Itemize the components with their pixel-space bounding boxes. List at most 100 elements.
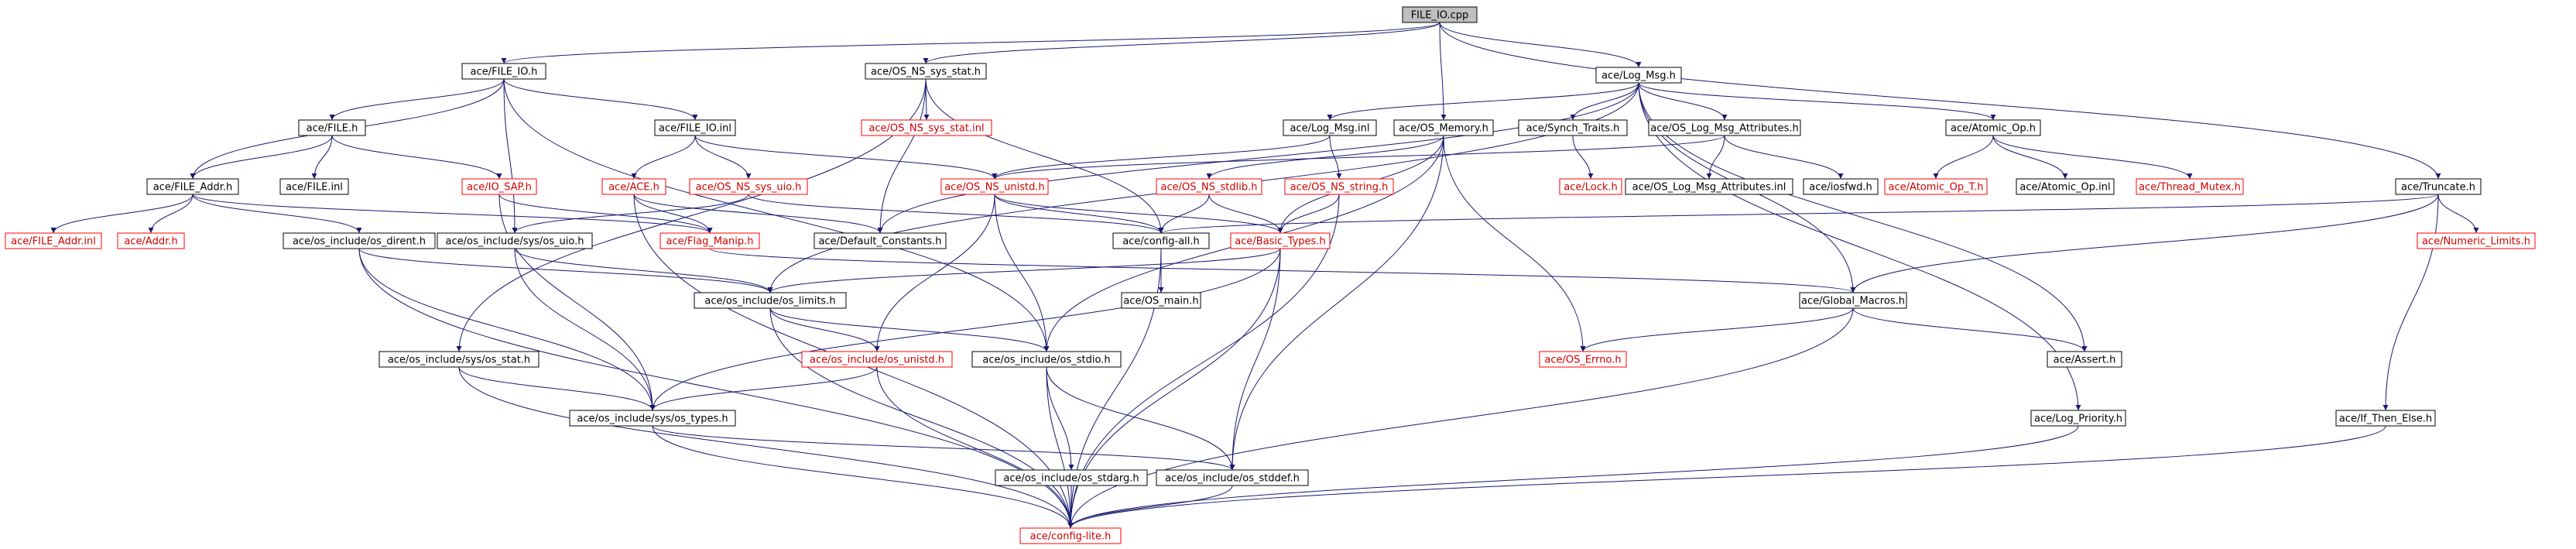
node-box <box>2047 351 2122 368</box>
edge-global_macros_h-to-assert_h <box>1852 307 2088 352</box>
node-label: ace/Default_Constants.h <box>818 236 941 248</box>
node-box <box>298 119 366 136</box>
edge-log_msg_h-to-log_msg_inl <box>1327 82 1639 121</box>
node-box <box>2030 410 2126 427</box>
node-label: ace/FILE.inl <box>286 182 343 194</box>
node-label: ace/Log_Msg.inl <box>1290 123 1369 135</box>
edge-os_log_msg_attributes_h-to-os_log_msg_attributes_inl <box>1706 135 1725 180</box>
node-box <box>801 351 953 368</box>
node-truncate-h[interactable]: ace/Truncate.h <box>2395 178 2482 195</box>
node-label: ace/Log_Priority.h <box>2034 413 2122 425</box>
node-os-sys-types-h[interactable]: ace/os_include/sys/os_types.h <box>569 410 736 427</box>
node-file-io-h[interactable]: ace/FILE_IO.h <box>461 63 546 80</box>
node-os-stdio-h[interactable]: ace/os_include/os_stdio.h <box>971 351 1122 368</box>
node-log-msg-h[interactable]: ace/Log_Msg.h <box>1595 67 1682 84</box>
node-box <box>1156 469 1309 486</box>
edge-os_ns_string_h-to-basic_types_h <box>1277 194 1340 234</box>
node-file-inl[interactable]: ace/FILE.inl <box>279 178 349 195</box>
node-io-sap-h[interactable]: ace/IO_SAP.h <box>461 178 537 195</box>
node-os-ns-sys-stat-inl[interactable]: ace/OS_NS_sys_stat.inl <box>861 119 992 136</box>
node-os-log-msg-attributes-h[interactable]: ace/OS_Log_Msg_Attributes.h <box>1648 119 1801 136</box>
node-log-priority-h[interactable]: ace/Log_Priority.h <box>2030 410 2126 427</box>
node-os-dirent-h[interactable]: ace/os_include/os_dirent.h <box>283 232 436 249</box>
node-file-io-cpp[interactable]: FILE_IO.cpp <box>1402 6 1478 23</box>
node-label: ace/If_Then_Else.h <box>2339 413 2432 425</box>
node-config-all-h[interactable]: ace/config-all.h <box>1112 232 1210 249</box>
node-os-stddef-h[interactable]: ace/os_include/os_stddef.h <box>1156 469 1309 486</box>
node-atomic-op-h[interactable]: ace/Atomic_Op.h <box>1945 119 2041 136</box>
node-thread-mutex-h[interactable]: ace/Thread_Mutex.h <box>2136 178 2244 195</box>
node-os-memory-h[interactable]: ace/OS_Memory.h <box>1393 119 1494 136</box>
edge-file_addr_h-to-file_addr_inl <box>50 194 194 234</box>
node-os-sys-uio-h[interactable]: ace/os_include/sys/os_uio.h <box>437 232 593 249</box>
node-assert-h[interactable]: ace/Assert.h <box>2047 351 2122 368</box>
node-label: ace/os_include/sys/os_stat.h <box>388 355 530 366</box>
node-label: ace/Lock.h <box>1564 182 1618 194</box>
edge-os_limits_h-to-os_unistd_h <box>769 307 880 352</box>
node-os-log-msg-attributes-inl[interactable]: ace/OS_Log_Msg_Attributes.inl <box>1625 178 1793 195</box>
node-log-msg-inl[interactable]: ace/Log_Msg.inl <box>1283 119 1377 136</box>
node-addr-h[interactable]: ace/Addr.h <box>117 232 185 249</box>
node-box <box>1230 232 1331 249</box>
node-label: ace/Basic_Types.h <box>1235 236 1325 248</box>
node-atomic-op-t-h[interactable]: ace/Atomic_Op_T.h <box>1884 178 1988 195</box>
edge-os_sys_stat_h-to-config_lite_h <box>458 366 1074 529</box>
node-label: ace/OS_NS_sys_uio.h <box>696 182 802 194</box>
node-box <box>971 351 1122 368</box>
node-iosfwd-h[interactable]: ace/iosfwd.h <box>1803 178 1879 195</box>
edge-file_h-to-file_inl <box>311 135 333 180</box>
node-os-ns-unistd-h[interactable]: ace/OS_NS_unistd.h <box>940 178 1049 195</box>
node-os-main-h[interactable]: ace/OS_main.h <box>1121 292 1201 309</box>
node-label: ace/os_include/os_stdio.h <box>982 355 1110 366</box>
node-box <box>1019 527 1122 544</box>
node-ace-h[interactable]: ace/ACE.h <box>601 178 666 195</box>
node-file-addr-inl[interactable]: ace/FILE_Addr.inl <box>5 232 102 249</box>
node-os-stdarg-h[interactable]: ace/os_include/os_stdarg.h <box>995 469 1148 486</box>
node-synch-traits-h[interactable]: ace/Synch_Traits.h <box>1518 119 1628 136</box>
node-box <box>689 178 808 195</box>
node-numeric-limits-h[interactable]: ace/Numeric_Limits.h <box>2417 232 2536 249</box>
node-lock-h[interactable]: ace/Lock.h <box>1559 178 1622 195</box>
edge-file_io_h-to-os_sys_uio_h <box>503 78 518 234</box>
node-atomic-op-inl[interactable]: ace/Atomic_Op.inl <box>2016 178 2115 195</box>
node-file-io-inl[interactable]: ace/FILE_IO.inl <box>654 119 736 136</box>
node-os-ns-sys-stat-h[interactable]: ace/OS_NS_sys_stat.h <box>865 63 987 80</box>
node-os-errno-h[interactable]: ace/OS_Errno.h <box>1539 351 1627 368</box>
node-file-addr-h[interactable]: ace/FILE_Addr.h <box>146 178 239 195</box>
node-os-sys-stat-h[interactable]: ace/os_include/sys/os_stat.h <box>379 351 540 368</box>
edge-log_msg_inl-to-os_ns_string_h <box>1329 135 1342 180</box>
node-basic-types-h[interactable]: ace/Basic_Types.h <box>1230 232 1331 249</box>
node-box <box>1402 6 1478 23</box>
edge-os_sys_stat_h-to-os_sys_types_h <box>458 366 656 411</box>
node-label: ace/Addr.h <box>124 236 177 248</box>
node-os-ns-stdlib-h[interactable]: ace/OS_NS_stdlib.h <box>1156 178 1262 195</box>
node-label: ace/IO_SAP.h <box>467 182 532 194</box>
edge-truncate_h-to-global_macros_h <box>1850 194 2439 293</box>
node-label: ace/Truncate.h <box>2401 182 2475 194</box>
node-file-h[interactable]: ace/FILE.h <box>298 119 366 136</box>
edge-os_sys_types_h-to-os_stddef_h <box>652 425 1235 471</box>
node-label: ace/OS_NS_unistd.h <box>944 182 1045 194</box>
node-config-lite-h[interactable]: ace/config-lite.h <box>1019 527 1122 544</box>
node-box <box>1803 178 1879 195</box>
edge-ace_h-to-flag_manip_h <box>633 194 713 234</box>
node-os-ns-string-h[interactable]: ace/OS_NS_string.h <box>1284 178 1394 195</box>
edge-atomic_op_h-to-atomic_op_inl <box>1992 135 2068 180</box>
node-label: ace/OS_NS_stdlib.h <box>1161 182 1258 194</box>
edge-file_io_h-to-file_h <box>329 78 505 121</box>
node-os-unistd-h[interactable]: ace/os_include/os_unistd.h <box>801 351 953 368</box>
node-os-limits-h[interactable]: ace/os_include/os_limits.h <box>694 292 847 309</box>
node-if-then-else-h[interactable]: ace/If_Then_Else.h <box>2335 410 2436 427</box>
edge-truncate_h-to-numeric_limits_h <box>2437 194 2479 234</box>
node-global-macros-h[interactable]: ace/Global_Macros.h <box>1799 292 1907 309</box>
node-label: ace/config-lite.h <box>1030 531 1112 543</box>
node-flag-manip-h[interactable]: ace/Flag_Manip.h <box>659 232 760 249</box>
edge-layer <box>50 22 2479 529</box>
node-box <box>1559 178 1622 195</box>
edge-ace_h-to-default_constants_h <box>633 194 883 234</box>
node-box <box>2335 410 2436 427</box>
node-default-constants-h[interactable]: ace/Default_Constants.h <box>814 232 947 249</box>
node-label: ace/OS_NS_sys_stat.inl <box>868 123 984 135</box>
node-os-ns-sys-uio-h[interactable]: ace/OS_NS_sys_uio.h <box>689 178 808 195</box>
node-label: ace/OS_Memory.h <box>1399 123 1488 135</box>
